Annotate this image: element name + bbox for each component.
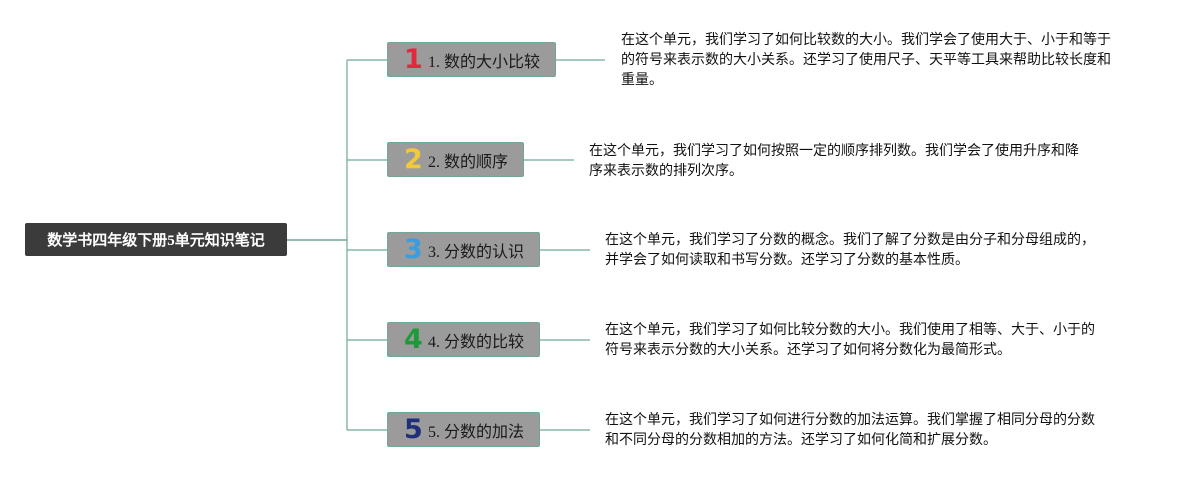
branch-node-4[interactable]: 4 4. 分数的比较 bbox=[387, 322, 540, 357]
branch-desc-1: 在这个单元，我们学习了如何比较数的大小。我们学会了使用大于、小于和等于的符号来表… bbox=[621, 33, 1111, 88]
branch-label-4: 4. 分数的比较 bbox=[428, 333, 525, 351]
branch-node-1[interactable]: 1 1. 数的大小比较 bbox=[387, 42, 556, 77]
number-3-icon: 3 bbox=[404, 234, 423, 265]
root-label: 数学书四年级下册5单元知识笔记 bbox=[47, 233, 265, 249]
number-1-icon: 1 bbox=[404, 44, 423, 75]
root-node[interactable]: 数学书四年级下册5单元知识笔记 bbox=[25, 223, 287, 256]
branch-desc-3: 在这个单元，我们学习了分数的概念。我们了解了分数是由分子和分母组成的，并学会了如… bbox=[605, 233, 1095, 268]
branch-node-2[interactable]: 2 2. 数的顺序 bbox=[387, 142, 524, 177]
number-2-icon: 2 bbox=[404, 144, 423, 175]
branch-label-2: 2. 数的顺序 bbox=[428, 153, 509, 171]
branch-desc-5: 在这个单元，我们学习了如何进行分数的加法运算。我们掌握了相同分母的分数和不同分母… bbox=[605, 413, 1095, 448]
branch-node-5[interactable]: 5 5. 分数的加法 bbox=[387, 412, 540, 447]
branch-label-1: 1. 数的大小比较 bbox=[428, 53, 541, 71]
branch-desc-4: 在这个单元，我们学习了如何比较分数的大小。我们使用了相等、大于、小于的符号来表示… bbox=[605, 323, 1095, 358]
branch-node-3[interactable]: 3 3. 分数的认识 bbox=[387, 232, 540, 267]
number-4-icon: 4 bbox=[404, 324, 423, 355]
branch-label-5: 5. 分数的加法 bbox=[428, 423, 525, 441]
number-5-icon: 5 bbox=[404, 414, 423, 445]
branch-desc-2: 在这个单元，我们学习了如何按照一定的顺序排列数。我们学会了使用升序和降序来表示数… bbox=[589, 144, 1079, 179]
branch-label-3: 3. 分数的认识 bbox=[428, 243, 525, 261]
